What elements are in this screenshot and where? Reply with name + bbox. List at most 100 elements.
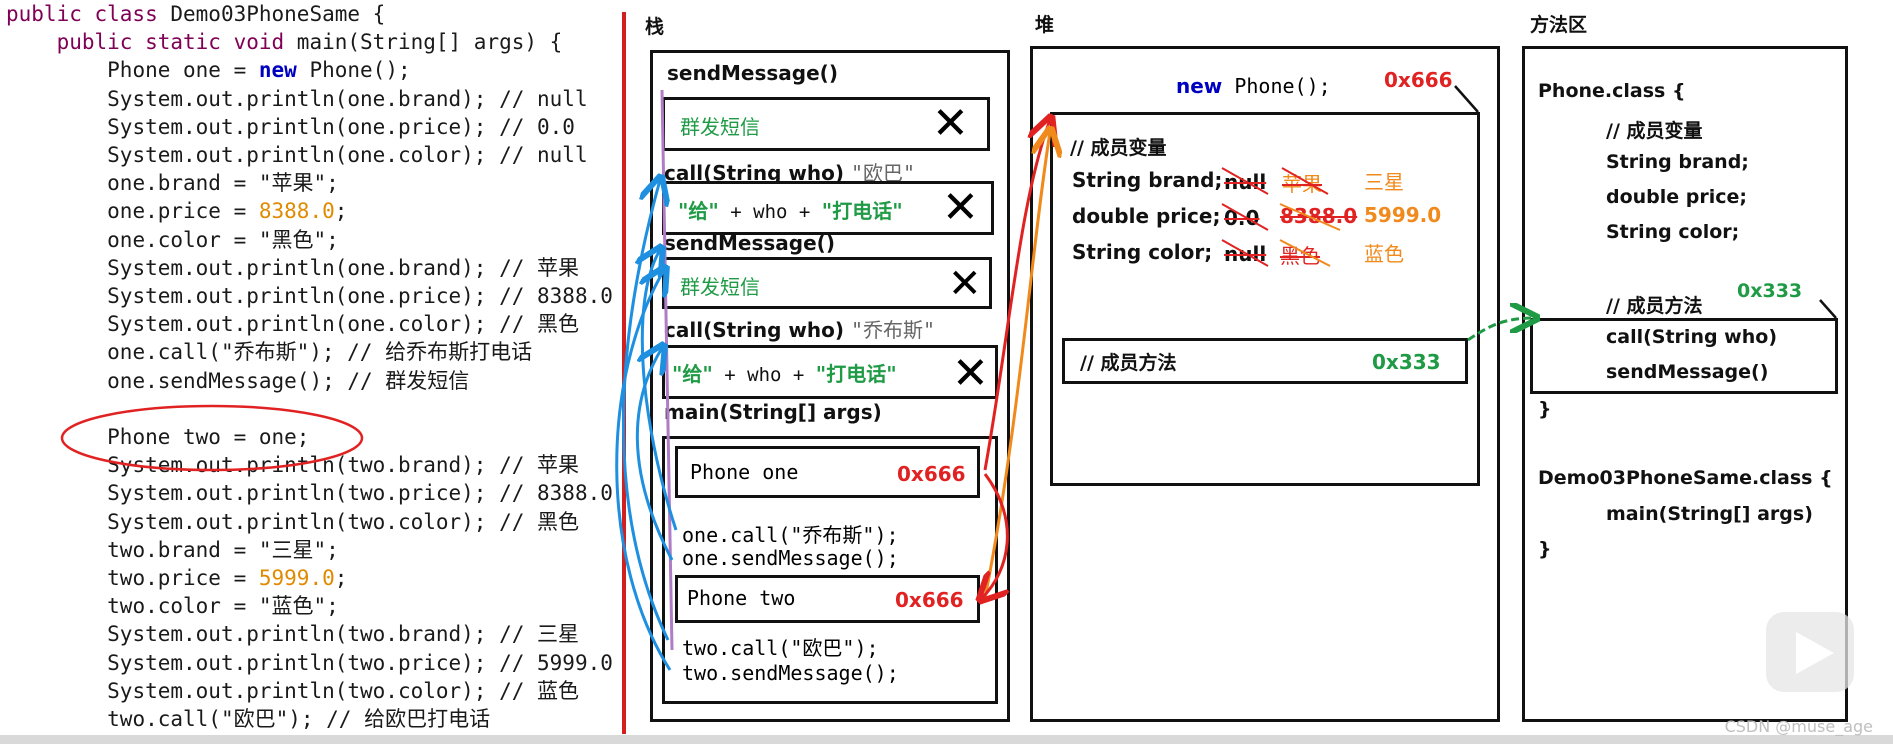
code-line: System.out.println(two.price); // 8388.0 [6,479,613,507]
code-line: one.brand = "苹果"; [6,169,339,197]
code-token: System.out.println(one.brand); // 苹果 [107,255,580,280]
code-token: public class [6,2,171,26]
code-token: one.color = "黑色"; [107,227,339,252]
var-one-label: Phone one [690,460,799,484]
send-body-2: 群发短信 [680,275,760,299]
color-old-black: 黑色 [1280,244,1320,268]
phone-class-close: } [1538,398,1552,420]
phone-class-open: Phone.class { [1538,80,1686,102]
ma-methods-addr: 0x333 [1737,280,1803,302]
method-area-title: 方法区 [1530,14,1588,36]
code-line: System.out.println(two.brand); // 三星 [6,620,579,648]
code-token: System.out.println(one.brand); // null [107,86,588,111]
code-token: 5999.0 [258,566,335,590]
code-token: public static void [56,30,297,55]
code-line: two.price = 5999.0; [6,564,347,592]
heap-new-expr: new Phone(); [1176,74,1331,98]
code-token: System.out.println(one.color); // null [107,143,588,167]
code-token: two.color = "蓝色"; [107,594,339,619]
code-token: System.out.println(two.brand); // 苹果 [107,453,580,478]
ma-vars-comment: // 成员变量 [1606,120,1703,142]
divider-line [622,12,626,734]
price-new-value: 5999.0 [1364,203,1442,227]
var-one-box [675,446,980,498]
var-two-box [675,575,980,623]
one-send-stmt: one.sendMessage(); [682,546,899,570]
heap-vars-comment: // 成员变量 [1070,137,1167,159]
var-two-label: Phone two [687,586,796,610]
code-line: one.call("乔布斯"); // 给乔布斯打电话 [6,338,532,366]
play-icon[interactable] [1766,612,1854,692]
heap-color-label: String color; [1072,240,1213,264]
ma-field-brand: String brand; [1606,151,1749,173]
call-body-1: "给" + who + "打电话" [678,199,903,223]
code-token: System.out.println(two.brand); // 三星 [107,622,580,647]
price-old-value: 8388.0 [1280,204,1358,228]
code-token: System.out.println(one.color); // 黑色 [107,312,580,337]
code-line: System.out.println(two.brand); // 苹果 [6,451,579,479]
code-line: two.call("欧巴"); // 给欧巴打电话 [6,705,490,733]
code-token: ; [334,566,348,590]
code-token: Phone two = one; [107,425,310,449]
code-line: two.color = "蓝色"; [6,592,339,620]
code-panel: public class Demo03PhoneSame { public st… [0,0,620,735]
heap-methods-box [1062,338,1468,384]
code-line: two.brand = "三星"; [6,536,339,564]
code-token: one.brand = "苹果"; [107,171,339,196]
code-token: System.out.println(one.price); // 8388.0 [107,284,613,308]
send-body-1: 群发短信 [680,115,760,139]
brand-old-apple: 苹果 [1282,172,1322,196]
brand-new-value: 三星 [1364,170,1404,194]
code-line: one.sendMessage(); // 群发短信 [6,367,469,395]
ma-field-price: double price; [1606,186,1748,208]
code-line: System.out.println(one.color); // null [6,141,588,169]
code-line: System.out.println(one.price); // 0.0 [6,113,575,141]
var-two-addr: 0x666 [895,588,964,612]
code-line: System.out.println(one.price); // 8388.0 [6,282,613,310]
heap-methods-addr: 0x333 [1372,350,1441,374]
code-token: ; [334,199,348,224]
code-line: Phone one = new Phone(); [6,56,411,84]
ma-method-send: sendMessage() [1606,361,1769,383]
code-token: System.out.println(two.price); // 5999.0 [107,650,613,675]
code-line: System.out.println(one.brand); // null [6,85,588,113]
code-token: 8388.0 [258,199,335,224]
demo-class-close: } [1538,538,1552,560]
code-token: System.out.println(one.price); // 0.0 [107,114,575,139]
stack-title: 栈 [645,16,665,38]
color-new-value: 蓝色 [1364,242,1404,266]
code-token: Phone(); [296,58,411,83]
code-line: System.out.println(two.color); // 黑色 [6,508,579,536]
frame-sendmessage-1: sendMessage() [667,61,838,85]
code-line: public static void main(String[] args) { [6,28,563,56]
code-line: System.out.println(one.color); // 黑色 [6,310,579,338]
x-mark-icon: ✕ [952,348,989,399]
code-token: System.out.println(two.color); // 黑色 [107,509,580,534]
frame-box-send-1 [662,97,990,151]
x-mark-icon: ✕ [942,182,979,233]
code-line: one.price = 8388.0; [6,197,347,225]
code-token: System.out.println(two.price); // 8388.0 [107,481,613,506]
demo-class-open: Demo03PhoneSame.class { [1538,467,1833,489]
code-token: two.call("欧巴"); // 给欧巴打电话 [107,707,491,731]
heap-price-label: double price; [1072,204,1221,228]
ma-field-color: String color; [1606,221,1740,243]
code-line: System.out.println(two.color); // 蓝色 [6,677,579,705]
call-body-2: "给" + who + "打电话" [672,362,897,386]
code-token: new [258,58,297,83]
two-call-stmt: two.call("欧巴"); [682,636,879,660]
bottom-scrollbar[interactable] [0,735,1893,744]
x-mark-icon: ✕ [932,98,969,149]
code-token: Demo03PhoneSame { [170,2,386,26]
x-mark-icon: ✕ [948,261,982,307]
frame-sendmessage-2: sendMessage() [664,231,835,255]
code-token: one.call("乔布斯"); // 给乔布斯打电话 [107,340,533,365]
code-token: System.out.println(two.color); // 蓝色 [107,678,580,703]
code-line: Phone two = one; [6,423,309,451]
heap-methods-comment: // 成员方法 [1080,352,1177,374]
code-line: one.color = "黑色"; [6,226,339,254]
code-line: System.out.println(one.brand); // 苹果 [6,254,579,282]
code-line: System.out.println(two.price); // 5999.0 [6,649,613,677]
frame-call-2: call(String who) "乔布斯" [664,318,936,342]
color-old-null: null [1224,242,1267,266]
